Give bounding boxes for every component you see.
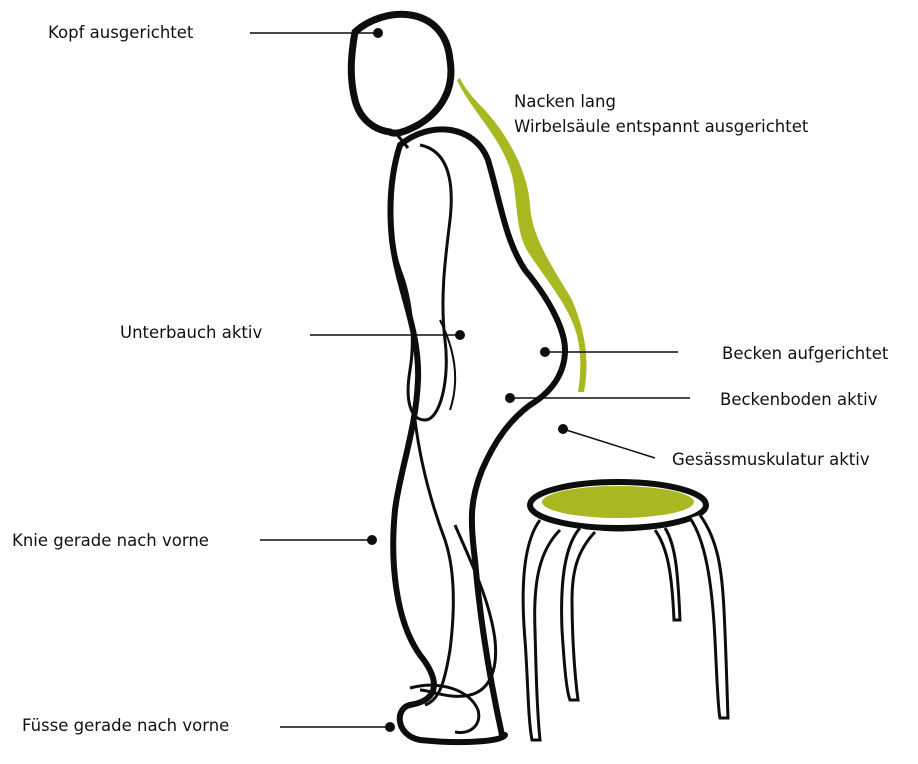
label-pelvic-floor: Beckenboden aktiv — [720, 390, 878, 410]
dot-glutes — [558, 424, 568, 434]
label-lower-abdomen: Unterbauch aktiv — [120, 323, 262, 343]
head-outline — [351, 14, 451, 133]
label-glutes: Gesässmuskulatur aktiv — [672, 450, 870, 470]
label-neck: Nacken lang — [514, 92, 616, 112]
dot-feet — [385, 722, 395, 732]
label-spine: Wirbelsäule entspannt ausgerichtet — [514, 117, 808, 137]
dot-pelvic-floor — [505, 393, 515, 403]
label-feet: Füsse gerade nach vorne — [22, 716, 229, 736]
dot-head — [373, 28, 383, 38]
stool-leg-left — [523, 520, 560, 740]
foot-outline — [410, 685, 479, 732]
dot-lower-abdomen — [455, 330, 465, 340]
dot-knees — [367, 535, 377, 545]
stool-leg-right — [690, 515, 728, 718]
stool-cushion — [542, 486, 694, 518]
front-leg-inner — [415, 420, 453, 705]
stool-leg-back — [655, 528, 680, 620]
back-outline — [400, 129, 565, 735]
label-knees: Knie gerade nach vorne — [12, 531, 209, 551]
label-pelvis: Becken aufgerichtet — [722, 344, 888, 364]
stool-leg-mid — [562, 528, 595, 700]
dot-pelvis — [540, 347, 550, 357]
label-head: Kopf ausgerichtet — [48, 23, 193, 43]
